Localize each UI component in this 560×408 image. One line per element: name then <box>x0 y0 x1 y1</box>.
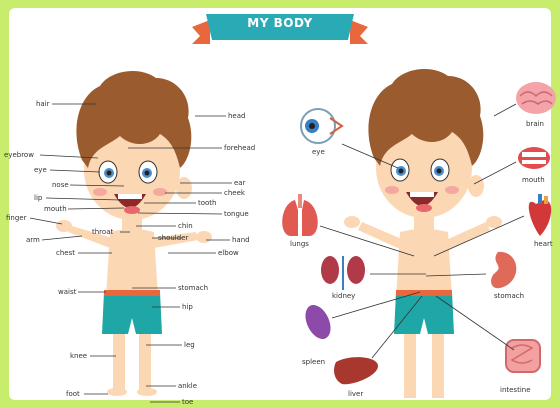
label-hand: hand <box>232 236 250 244</box>
label-cheek: cheek <box>224 189 245 197</box>
brain-icon <box>516 82 556 114</box>
kidney-icon <box>321 256 365 290</box>
label-arm: arm <box>26 236 40 244</box>
stomach-organ-icon <box>491 252 516 288</box>
label-knee: knee <box>70 352 87 360</box>
eye-organ-icon <box>301 109 342 143</box>
label-finger: finger <box>6 214 26 222</box>
mouth-organ-icon <box>518 147 550 169</box>
label-kidney: kidney <box>332 292 355 300</box>
label-forehead: forehead <box>224 144 255 152</box>
label-waist: waist <box>58 288 76 296</box>
label-stomach: stomach <box>178 284 208 292</box>
label-organ-stomach: stomach <box>494 292 524 300</box>
label-leg: leg <box>184 341 195 349</box>
label-hair: hair <box>36 100 50 108</box>
right-boy-figure <box>344 69 502 398</box>
label-shoulder: shoulder <box>158 234 188 242</box>
label-lungs: lungs <box>290 240 309 248</box>
label-elbow: elbow <box>218 249 239 257</box>
spleen-icon <box>300 301 335 343</box>
label-tooth: tooth <box>198 199 217 207</box>
label-intestine: intestine <box>500 386 531 394</box>
label-tongue: tongue <box>224 210 249 218</box>
heart-icon <box>529 194 551 236</box>
lungs-icon <box>282 194 318 236</box>
label-hip: hip <box>182 303 193 311</box>
label-organ-eye: eye <box>312 148 325 156</box>
page-title: MY BODY <box>0 16 560 30</box>
label-lip: lip <box>34 194 42 202</box>
label-spleen: spleen <box>302 358 325 366</box>
intestine-icon <box>506 340 540 372</box>
liver-icon <box>334 357 378 384</box>
label-head: head <box>228 112 245 120</box>
label-eye: eye <box>34 166 47 174</box>
label-throat: throat <box>92 228 113 236</box>
label-ear: ear <box>234 179 245 187</box>
label-mouth: mouth <box>44 205 67 213</box>
label-heart: heart <box>534 240 553 248</box>
label-brain: brain <box>526 120 544 128</box>
label-foot: foot <box>66 390 80 398</box>
label-chest: chest <box>56 249 75 257</box>
label-eyebrow: eyebrow <box>4 151 34 159</box>
label-ankle: ankle <box>178 382 197 390</box>
label-nose: nose <box>52 181 69 189</box>
label-organ-mouth: mouth <box>522 176 545 184</box>
label-chin: chin <box>178 222 193 230</box>
label-toe: toe <box>182 398 193 406</box>
label-liver: liver <box>348 390 363 398</box>
